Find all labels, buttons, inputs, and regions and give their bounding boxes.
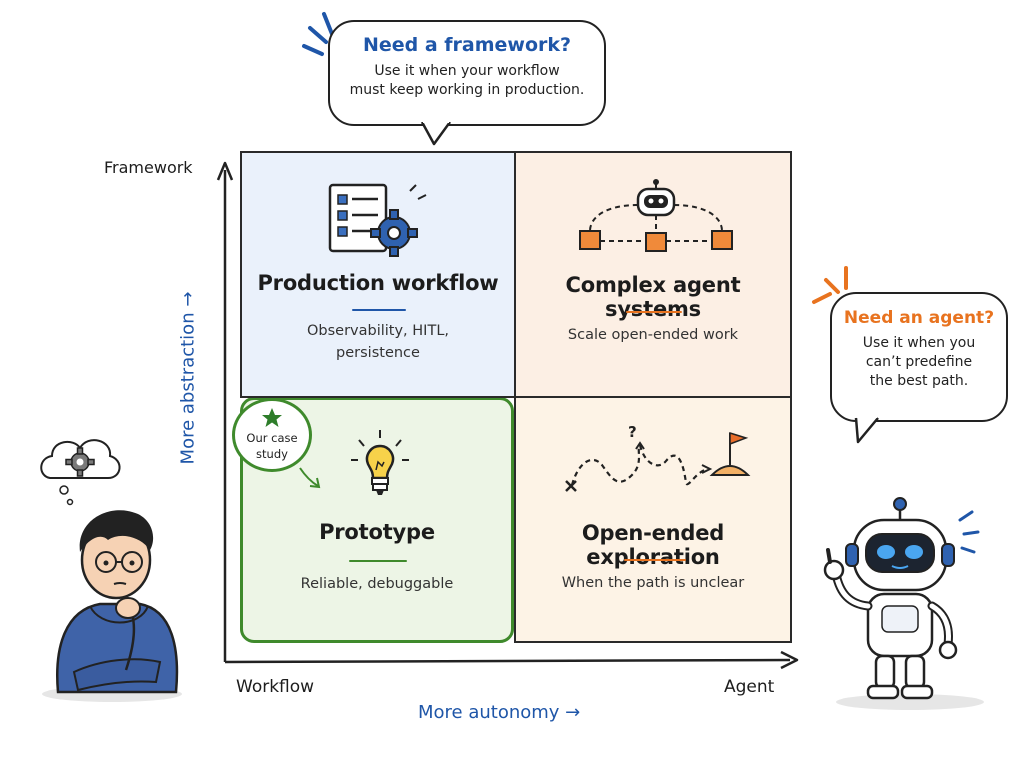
prototype-line1: Reliable, debuggable: [300, 576, 454, 592]
framework-bubble-title: Need a framework?: [362, 34, 572, 56]
x-axis-right-label: Agent: [724, 677, 775, 697]
quadrant-open-ended-exploration: ? Open-ended exploration When the path i…: [514, 397, 792, 643]
agent-bubble-tail: [854, 416, 879, 444]
star-icon: [262, 408, 282, 427]
case-study-badge: Our case study: [232, 398, 312, 472]
robot-illustration: [823, 497, 984, 710]
quadrant-production-workflow: Production workflow Observability, HITL,…: [240, 151, 514, 397]
framework-bubble-line1: Use it when your workflow: [374, 63, 560, 79]
framework-bubble-tail: [420, 122, 452, 146]
production-workflow-line1: Observability, HITL,: [306, 323, 450, 339]
badge-pointer-arrow: [299, 467, 321, 489]
production-workflow-underline: [352, 309, 406, 311]
production-workflow-line2: persistence: [336, 345, 420, 361]
framework-bubble-line2: must keep working in production.: [349, 82, 585, 98]
agent-bubble-line1: Use it when you: [862, 335, 976, 351]
open-ended-exploration-title: Open-ended exploration: [581, 521, 725, 569]
complex-agent-systems-title: Complex agent systems: [565, 273, 741, 321]
winding-path-flag-icon: ?: [565, 423, 751, 492]
agent-bubble-line2: can’t predefine: [865, 354, 973, 370]
robot-network-icon: [579, 179, 733, 252]
open-ended-exploration-underline: [624, 559, 686, 561]
thinking-person-illustration: [40, 439, 182, 702]
agent-speech-bubble: Need an agent? Use it when you can’t pre…: [830, 292, 1008, 422]
quadrant-complex-agent-systems: Complex agent systems Scale open-ended w…: [514, 151, 792, 397]
framework-speech-bubble: Need a framework? Use it when your workf…: [328, 20, 606, 126]
x-axis-left-label: Workflow: [236, 677, 315, 697]
agent-bubble-title: Need an agent?: [843, 308, 995, 328]
grid-horizontal-divider: [240, 396, 792, 398]
agent-bubble-line3: the best path.: [869, 373, 969, 389]
gear-thought-icon: [40, 439, 121, 506]
y-axis-top-label: Framework: [104, 158, 193, 177]
complex-agent-systems-underline: [626, 311, 682, 313]
production-workflow-title: Production workflow: [257, 271, 499, 295]
x-axis-hint: More autonomy →: [418, 702, 581, 723]
prototype-underline: [349, 560, 407, 562]
badge-line2: study: [256, 447, 288, 461]
emphasis-lines-right-icon: [812, 266, 848, 304]
prototype-title: Prototype: [319, 520, 435, 544]
complex-agent-systems-line1: Scale open-ended work: [567, 327, 739, 343]
checklist-gear-icon: [328, 183, 427, 257]
lightbulb-icon: [351, 430, 409, 495]
emphasis-lines-left-icon: [302, 12, 334, 56]
badge-line1: Our case: [246, 431, 298, 445]
open-ended-exploration-line1: When the path is unclear: [561, 575, 745, 591]
svg-text:?: ?: [628, 423, 637, 441]
